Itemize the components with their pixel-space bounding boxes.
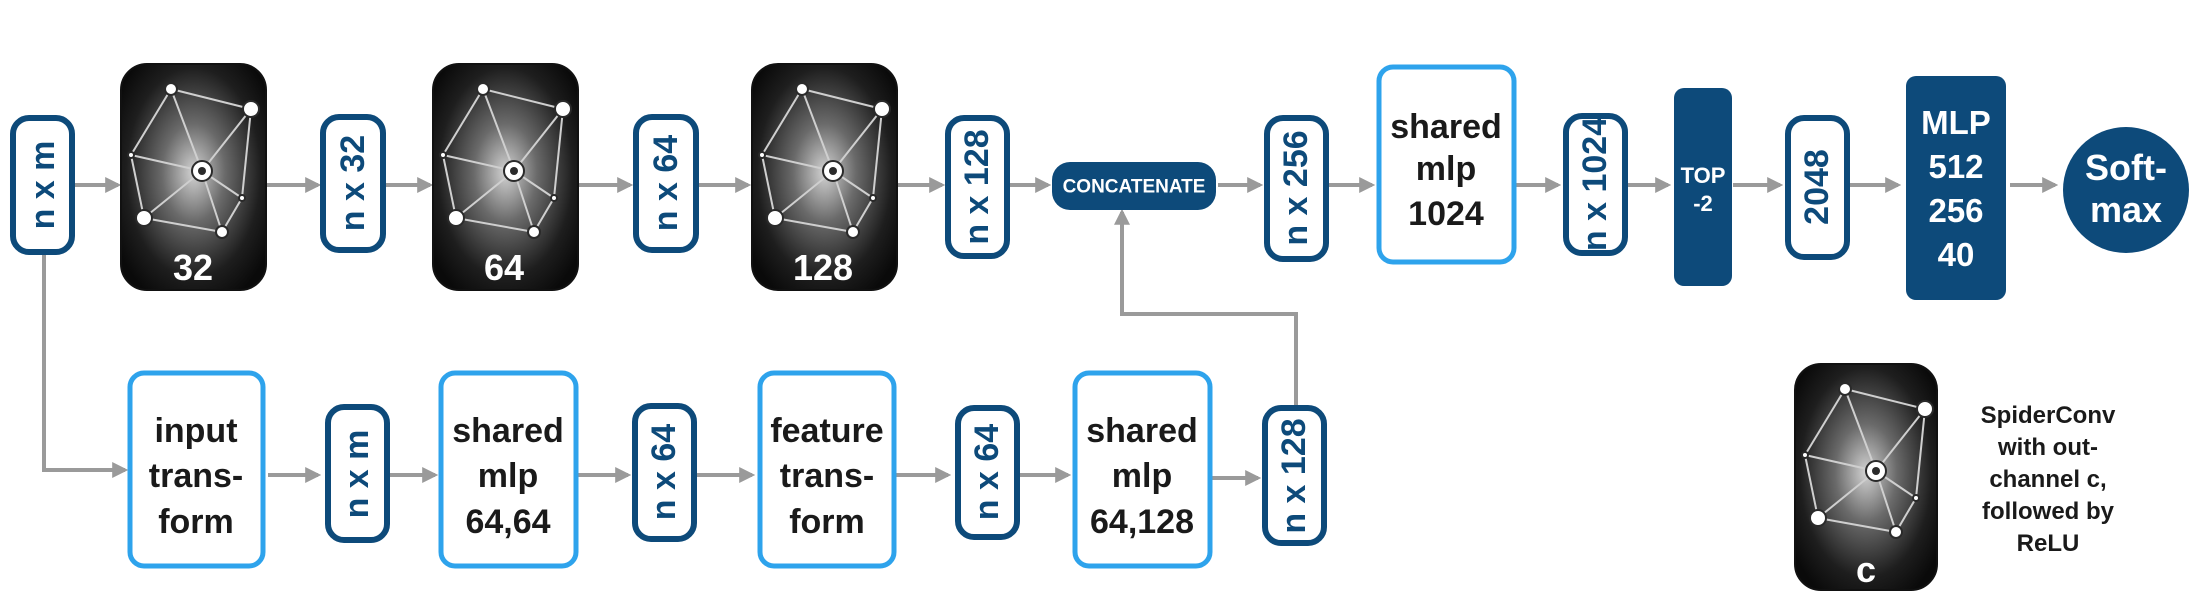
- dim5-label: n x 1024: [1576, 117, 1614, 251]
- shared-mlp-1024: shared mlp 1024: [1376, 64, 1517, 265]
- mlp-node: MLP 512 256 40: [1906, 76, 2006, 300]
- dim2-label: n x 64: [647, 135, 685, 231]
- legend-label: c: [1856, 549, 1876, 590]
- bottom-dim4-label: n x 128: [1275, 418, 1313, 533]
- bottom-dim3-badge: n x 64: [955, 405, 1020, 540]
- input-transform-line2: trans-: [149, 457, 243, 495]
- legend-spider-conv: c: [1794, 363, 1938, 591]
- arrow-input-to-input-transform: [42, 255, 129, 478]
- shared-mlp-64-128-line3: 64,128: [1090, 503, 1194, 541]
- input-dim-badge: n x m: [10, 115, 75, 255]
- legend-description-line5: ReLU: [2017, 530, 2080, 557]
- softmax-line2: max: [2090, 189, 2162, 230]
- arrow-bottom-to-concat: [1114, 208, 1298, 406]
- input-transform-line1: input: [154, 412, 237, 450]
- feature-transform-line2: trans-: [780, 457, 874, 495]
- legend-description-line4: followed by: [1982, 498, 2115, 525]
- concatenate-node: CONCATENATE: [1052, 162, 1216, 210]
- concatenate-label: CONCATENATE: [1063, 177, 1206, 198]
- spider-conv-64-label: 64: [484, 247, 524, 288]
- dim2-badge: n x 64: [633, 114, 699, 253]
- dim3-label: n x 128: [958, 129, 996, 244]
- dim1-label: n x 32: [334, 135, 372, 231]
- feature-transform-line3: form: [789, 503, 865, 541]
- mlp-line4: 40: [1938, 236, 1975, 273]
- dim4-badge: n x 256: [1264, 115, 1329, 262]
- input-transform-line3: form: [158, 503, 234, 541]
- legend-description-line3: channel c,: [1989, 466, 2106, 493]
- input-transform: input trans- form: [127, 370, 266, 569]
- bottom-dim4-badge: n x 128: [1262, 405, 1327, 546]
- bottom-dim1-badge: n x m: [325, 404, 390, 543]
- spider-conv-32-label: 32: [173, 247, 213, 288]
- dim4-label: n x 256: [1277, 130, 1315, 245]
- top-2-node: TOP -2: [1674, 88, 1732, 286]
- legend: c SpiderConv with out- channel c, follow…: [1794, 363, 2116, 591]
- shared-mlp-1024-line2: mlp: [1416, 150, 1476, 188]
- input-dim-label: n x m: [24, 141, 62, 230]
- top-2-line2: -2: [1693, 191, 1713, 216]
- spider-conv-128-label: 128: [793, 247, 853, 288]
- bottom-dim3-label: n x 64: [968, 424, 1006, 520]
- dim1-badge: n x 32: [320, 114, 386, 253]
- mlp-line2: 512: [1928, 148, 1983, 185]
- softmax-line1: Soft-: [2085, 147, 2167, 188]
- feature-transform: feature trans- form: [757, 370, 897, 569]
- feature-transform-line1: feature: [770, 412, 883, 450]
- bottom-dim2-label: n x 64: [645, 424, 683, 520]
- shared-mlp-64-64: shared mlp 64,64: [438, 370, 579, 569]
- bottom-dim2-badge: n x 64: [632, 403, 697, 542]
- dim3-badge: n x 128: [945, 115, 1010, 259]
- dim6-badge: 2048: [1785, 115, 1850, 260]
- shared-mlp-64-128: shared mlp 64,128: [1072, 370, 1213, 569]
- spider-conv-64: 64: [432, 63, 579, 291]
- shared-mlp-1024-line3: 1024: [1408, 195, 1484, 233]
- spider-conv-128: 128: [751, 63, 898, 291]
- shared-mlp-64-64-line2: mlp: [478, 457, 538, 495]
- mlp-line3: 256: [1928, 192, 1983, 229]
- legend-description: SpiderConv with out- channel c, followed…: [1981, 402, 2116, 557]
- connectors: [42, 177, 2059, 486]
- mlp-line1: MLP: [1921, 104, 1991, 141]
- shared-mlp-64-64-line3: 64,64: [465, 503, 550, 541]
- softmax-node: Soft- max: [2063, 127, 2189, 253]
- shared-mlp-1024-line1: shared: [1390, 108, 1502, 146]
- legend-description-line1: SpiderConv: [1981, 402, 2116, 429]
- shared-mlp-64-128-line2: mlp: [1112, 457, 1172, 495]
- dim5-badge: n x 1024: [1563, 113, 1628, 256]
- top-2-line1: TOP: [1681, 163, 1726, 188]
- bottom-dim1-label: n x m: [338, 430, 376, 519]
- spider-conv-32: 32: [120, 63, 267, 291]
- shared-mlp-64-128-line1: shared: [1086, 412, 1198, 450]
- shared-mlp-64-64-line1: shared: [452, 412, 564, 450]
- legend-description-line2: with out-: [1997, 434, 2098, 461]
- dim6-label: 2048: [1798, 149, 1836, 225]
